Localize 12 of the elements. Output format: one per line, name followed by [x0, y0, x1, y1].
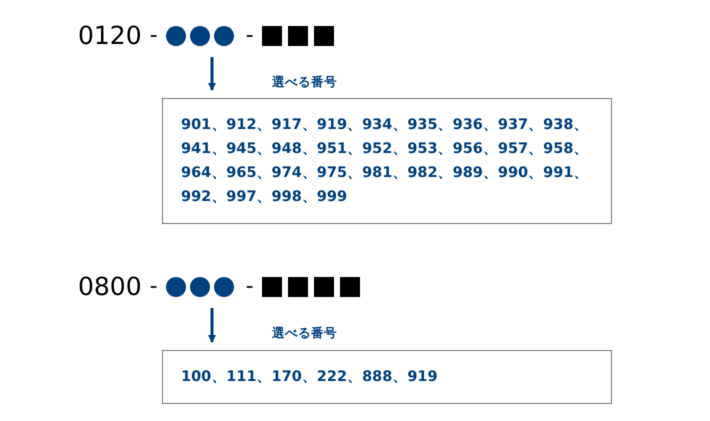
number-list-box: 901、912、917、919、934、935、936、937、938、941、945、948、951、952、953、956、957、958、964、965、974、975、981、982、989、990、991、992、997、998、999 [162, 98, 612, 224]
arrow [208, 57, 216, 91]
hyphen: - [150, 22, 158, 50]
prefix-number: 0800 [78, 272, 142, 302]
caption-text: 選べる番号 [272, 325, 337, 342]
number-list-box: 100、111、170、222、888、919 [162, 350, 612, 404]
prefix-number: 0120 [78, 21, 142, 51]
hyphen: - [246, 22, 254, 50]
caption-text: 選べる番号 [272, 74, 337, 91]
hyphen: - [246, 273, 254, 301]
hyphen: - [150, 273, 158, 301]
arrow [208, 308, 216, 343]
